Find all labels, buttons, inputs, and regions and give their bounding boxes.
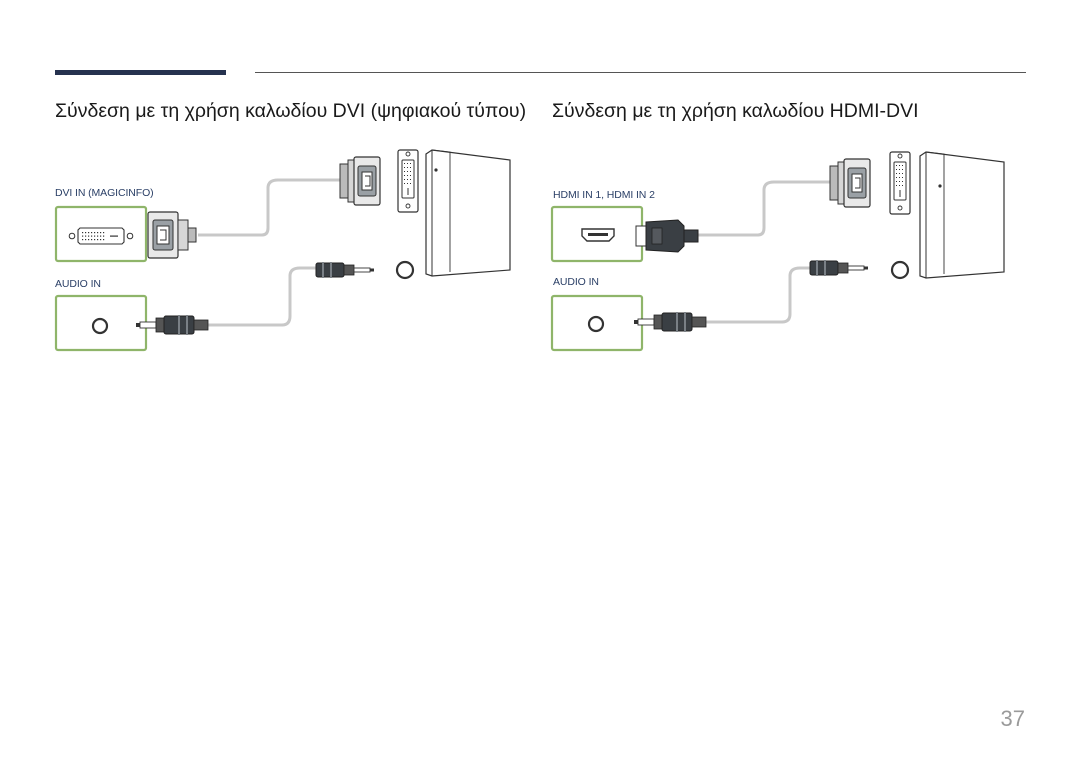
hdmi-port-icon — [550, 205, 644, 263]
dvi-cable — [198, 178, 340, 237]
hdmi-connector-icon — [635, 219, 699, 253]
pc-tower-icon — [425, 149, 511, 277]
audio-jack-icon — [550, 294, 644, 352]
pc-dvi-port-icon — [397, 149, 419, 213]
audio-in-label: AUDIO IN — [55, 278, 101, 290]
pc-tower-icon — [919, 151, 1005, 279]
audio-plug-icon — [634, 312, 707, 332]
dvi-diagram-graphic — [54, 149, 511, 352]
audio-plug-icon — [136, 315, 209, 335]
section-heading-hdmi-dvi: Σύνδεση με τη χρήση καλωδίου HDMI-DVI — [552, 100, 919, 122]
audio-cable — [208, 266, 318, 327]
dvi-connector-icon — [339, 156, 381, 206]
header-divider — [255, 72, 1026, 73]
hdmi-dvi-cable — [698, 180, 830, 237]
hdmi-dvi-connection-diagram: HDMI IN 1, HDMI IN 2 AUDIO IN — [548, 140, 1028, 370]
dvi-connector-icon — [147, 211, 197, 259]
audio-plug-icon — [809, 260, 868, 276]
audio-plug-icon — [315, 262, 374, 278]
page-number: 37 — [1000, 706, 1025, 731]
hdmi-dvi-diagram-graphic — [550, 151, 1005, 352]
dvi-connection-diagram: DVI IN (MAGICINFO) AUDIO IN — [50, 140, 530, 370]
pc-dvi-port-icon — [889, 151, 911, 215]
section-heading-dvi: Σύνδεση με τη χρήση καλωδίου DVI (ψηφιακ… — [55, 100, 527, 122]
pc-audio-jack-icon — [395, 260, 415, 280]
dvi-in-label: DVI IN (MAGICINFO) — [55, 187, 154, 199]
dvi-port-icon — [54, 205, 148, 263]
dvi-connector-icon — [829, 158, 871, 208]
audio-jack-icon — [54, 294, 148, 352]
header-accent-bar — [55, 70, 226, 75]
audio-cable — [706, 266, 812, 324]
audio-in-label: AUDIO IN — [553, 276, 599, 288]
hdmi-in-label: HDMI IN 1, HDMI IN 2 — [553, 189, 655, 201]
pc-audio-jack-icon — [890, 260, 910, 280]
